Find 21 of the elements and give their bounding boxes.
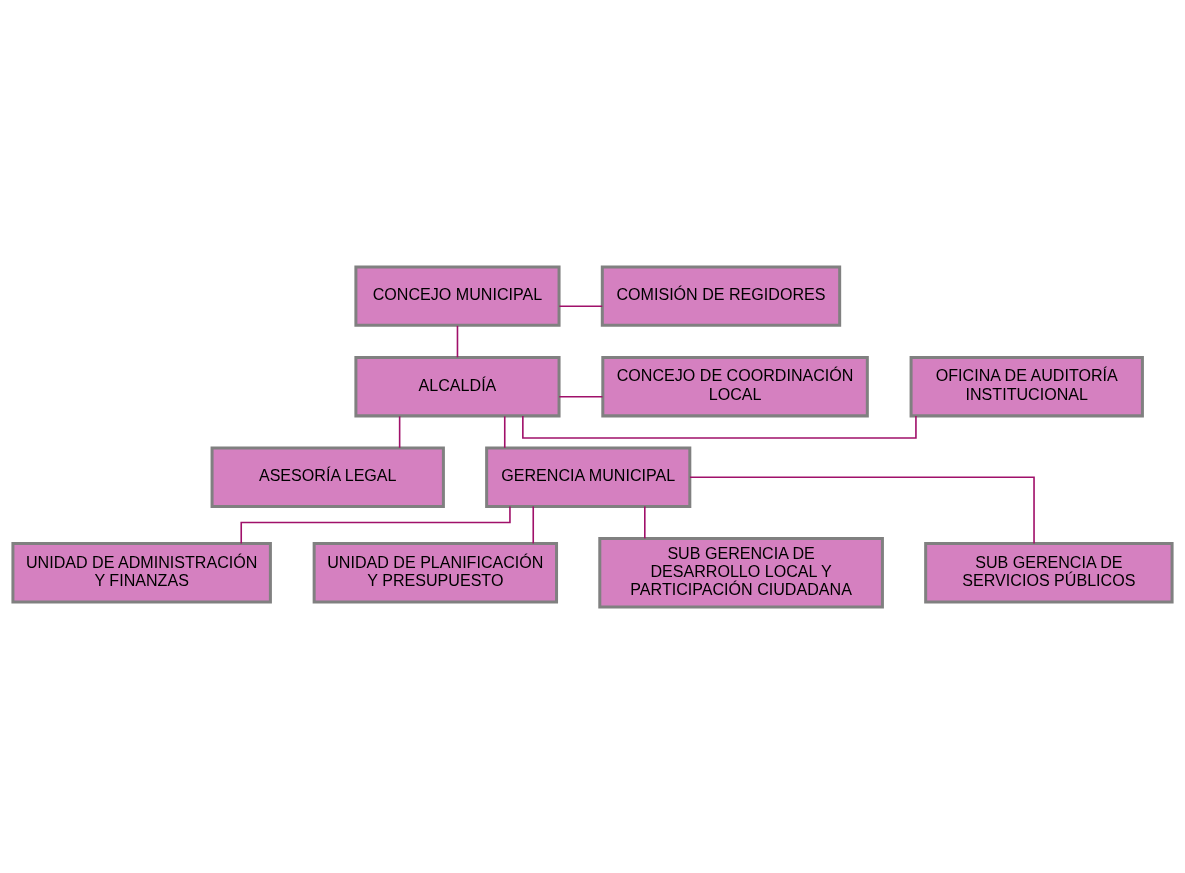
connector [558, 304, 604, 307]
node-box: CONCEJO MUNICIPAL [354, 265, 561, 327]
connector [503, 415, 506, 449]
node-box: ALCALDÍA [354, 355, 561, 417]
connector [522, 414, 917, 439]
connector [644, 505, 646, 539]
node-box: COMISIÓN DE REGIDORES [600, 265, 842, 327]
node-box: GERENCIA MUNICIPAL [485, 446, 692, 508]
connector [532, 505, 535, 544]
connector [240, 505, 511, 544]
node-box: UNIDAD DE PLANIFICACIÓN Y PRESUPUESTO [312, 541, 559, 603]
connector [558, 395, 604, 398]
node-box: SUB GERENCIA DE DESARROLLO LOCAL Y PARTICIPACIÓN CIUDADANA [598, 536, 884, 608]
node-box: CONCEJO DE COORDINACIÓN LOCAL [601, 355, 869, 417]
connector [398, 415, 401, 449]
node-box: OFICINA DE AUDITORÍA INSTITUCIONAL [909, 355, 1144, 417]
connector [689, 475, 1035, 544]
node-box: UNIDAD DE ADMINISTRACIÓN Y FINANZAS [11, 541, 272, 603]
node-box: SUB GERENCIA DE SERVICIOS PÚBLICOS [924, 541, 1174, 603]
connector [456, 324, 459, 358]
node-box: ASESORÍA LEGAL [210, 446, 445, 508]
